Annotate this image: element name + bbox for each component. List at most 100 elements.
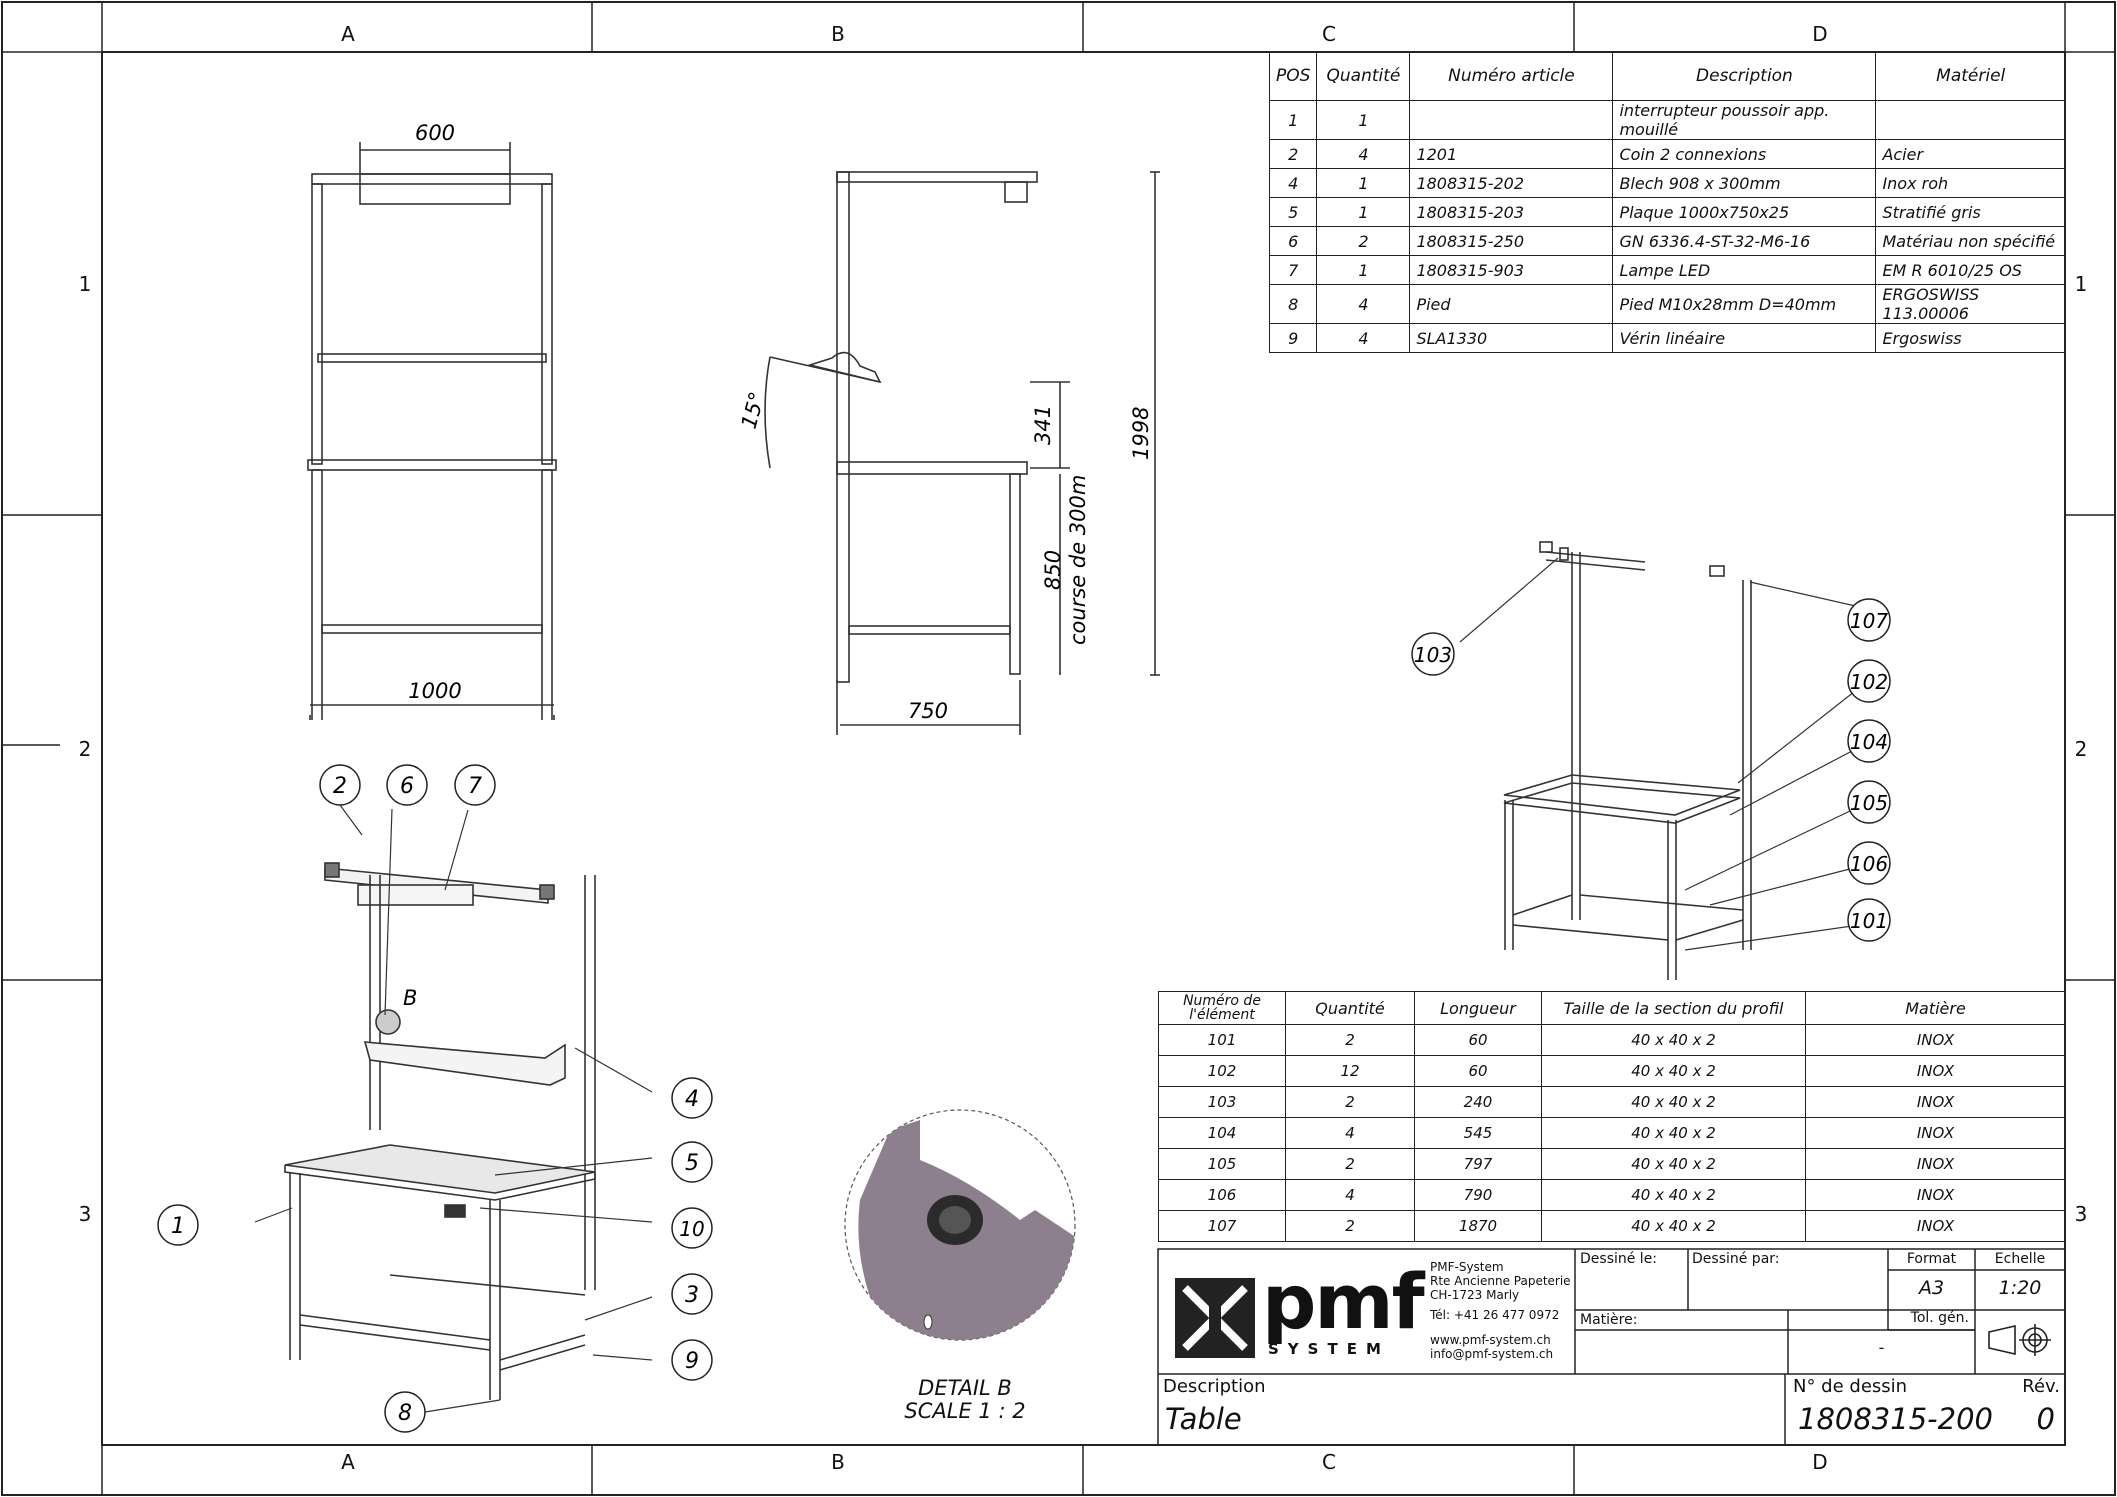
company-city: CH-1723 Marly: [1430, 1288, 1520, 1302]
parts-cell: 40 x 40 x 2: [1541, 1086, 1806, 1118]
zone-col-c-top: C: [1322, 22, 1336, 46]
parts-cell: 101: [1158, 1024, 1286, 1056]
zone-row-2-right: 2: [2074, 737, 2088, 761]
company-street: Rte Ancienne Papeterie: [1430, 1274, 1571, 1288]
zone-row-2-left: 2: [78, 737, 92, 761]
bom-cell: interrupteur poussoir app. mouillé: [1612, 100, 1877, 140]
parts-cell: 60: [1414, 1055, 1542, 1087]
zone-col-c-bottom: C: [1322, 1450, 1336, 1474]
pmf-logo-mark: [1175, 1278, 1255, 1358]
description-value: Table: [1165, 1402, 1242, 1436]
bom-cell: 2: [1316, 226, 1411, 256]
bom-cell: Acier: [1875, 139, 2066, 169]
bom-cell: 1: [1268, 100, 1318, 140]
side-dim-750: 750: [908, 699, 948, 723]
zone-row-3-left: 3: [78, 1202, 92, 1226]
parts-cell: 107: [1158, 1210, 1286, 1242]
bom-cell: 7: [1268, 255, 1318, 285]
parts-cell: INOX: [1805, 1117, 2066, 1149]
bom-cell: 9: [1268, 323, 1318, 353]
drawn-on-label: Dessiné le:: [1580, 1251, 1658, 1267]
bom-cell: 4: [1268, 168, 1318, 198]
zone-col-b-bottom: B: [831, 1450, 845, 1474]
bubble-5: 5: [685, 1151, 699, 1176]
bom-cell: ERGOSWISS 113.00006: [1875, 284, 2066, 324]
description-label: Description: [1163, 1376, 1266, 1397]
bom-header-pos: POS: [1268, 51, 1318, 101]
bom-cell: 1808315-202: [1409, 168, 1614, 198]
bom-cell: 8: [1268, 284, 1318, 324]
bom-cell: 2: [1268, 139, 1318, 169]
parts-cell: INOX: [1805, 1179, 2066, 1211]
bom-header-qty: Quantité: [1316, 51, 1411, 101]
bubble-9: 9: [685, 1349, 699, 1374]
zone-row-1-right: 1: [2074, 272, 2088, 296]
bom-cell: 1808315-203: [1409, 197, 1614, 227]
side-dim-341: 341: [1031, 405, 1055, 445]
parts-cell: 12: [1285, 1055, 1415, 1087]
scale-label: Echelle: [1994, 1251, 2046, 1267]
frame-assembly-view: 103 107 102 104 105 106 101: [1411, 541, 1891, 980]
bom-cell: 1: [1316, 255, 1411, 285]
parts-header-row: Numéro de l'élément Quantité Longueur Ta…: [1158, 991, 2066, 1025]
format-label: Format: [1906, 1251, 1957, 1267]
frame-bubble-106: 106: [1850, 852, 1888, 876]
zone-col-a-top: A: [341, 22, 355, 46]
company-name: PMF-System: [1430, 1260, 1504, 1274]
bubble-2: 2: [333, 774, 347, 799]
company-email: info@pmf-system.ch: [1430, 1347, 1554, 1361]
parts-table: Numéro de l'élément Quantité Longueur Ta…: [1158, 991, 2066, 1242]
format-value: A3: [1918, 1277, 1945, 1299]
bubble-6: 6: [400, 774, 414, 799]
detail-b-scale: SCALE 1 : 2: [904, 1399, 1026, 1423]
zone-row-3-right: 3: [2074, 1202, 2088, 1226]
zone-col-d-bottom: D: [1812, 1450, 1828, 1474]
bom-header-material: Matériel: [1875, 51, 2066, 101]
bubble-7: 7: [468, 774, 482, 799]
bom-table: POS Quantité Numéro article Description …: [1268, 51, 2066, 353]
isometric-view: 2 6 7 4 5 1 10 3 9 8 B: [157, 764, 713, 1433]
projection-symbol-icon: [1988, 1324, 2051, 1356]
pmf-logo-text: pmf: [1262, 1257, 1425, 1346]
parts-cell: 40 x 40 x 2: [1541, 1117, 1806, 1149]
side-dim-1998: 1998: [1129, 407, 1153, 460]
parts-cell: 2: [1285, 1024, 1415, 1056]
bom-cell: 1: [1316, 100, 1411, 140]
parts-cell: 240: [1414, 1086, 1542, 1118]
zone-row-1-left: 1: [78, 272, 92, 296]
parts-header-qty: Quantité: [1285, 991, 1415, 1025]
drawn-by-label: Dessiné par:: [1692, 1251, 1780, 1267]
detail-b-view: [844, 1109, 1076, 1341]
parts-cell: 797: [1414, 1148, 1542, 1180]
zone-col-a-bottom: A: [341, 1450, 355, 1474]
bubble-4: 4: [685, 1087, 699, 1112]
zone-col-b-top: B: [831, 22, 845, 46]
front-view: 600 1000: [307, 121, 557, 720]
frame-bubble-104: 104: [1850, 730, 1888, 754]
front-dim-1000: 1000: [408, 679, 461, 703]
frame-bubble-105: 105: [1850, 791, 1888, 815]
company-phone: Tél: +41 26 477 0972: [1430, 1308, 1560, 1322]
material-label: Matière:: [1580, 1312, 1638, 1328]
scale-value: 1:20: [1998, 1277, 2042, 1299]
side-dim-course: course de 300m: [1066, 475, 1090, 645]
bom-cell: Coin 2 connexions: [1612, 139, 1877, 169]
frame-bubble-102: 102: [1850, 670, 1888, 694]
bom-cell: 4: [1316, 284, 1411, 324]
bom-cell: Blech 908 x 300mm: [1612, 168, 1877, 198]
rev-label: Rév.: [2022, 1376, 2060, 1397]
tol-label: Tol. gén.: [1910, 1310, 1969, 1326]
parts-cell: 104: [1158, 1117, 1286, 1149]
frame-bubble-101: 101: [1850, 909, 1888, 933]
bom-cell: EM R 6010/25 OS: [1875, 255, 2066, 285]
